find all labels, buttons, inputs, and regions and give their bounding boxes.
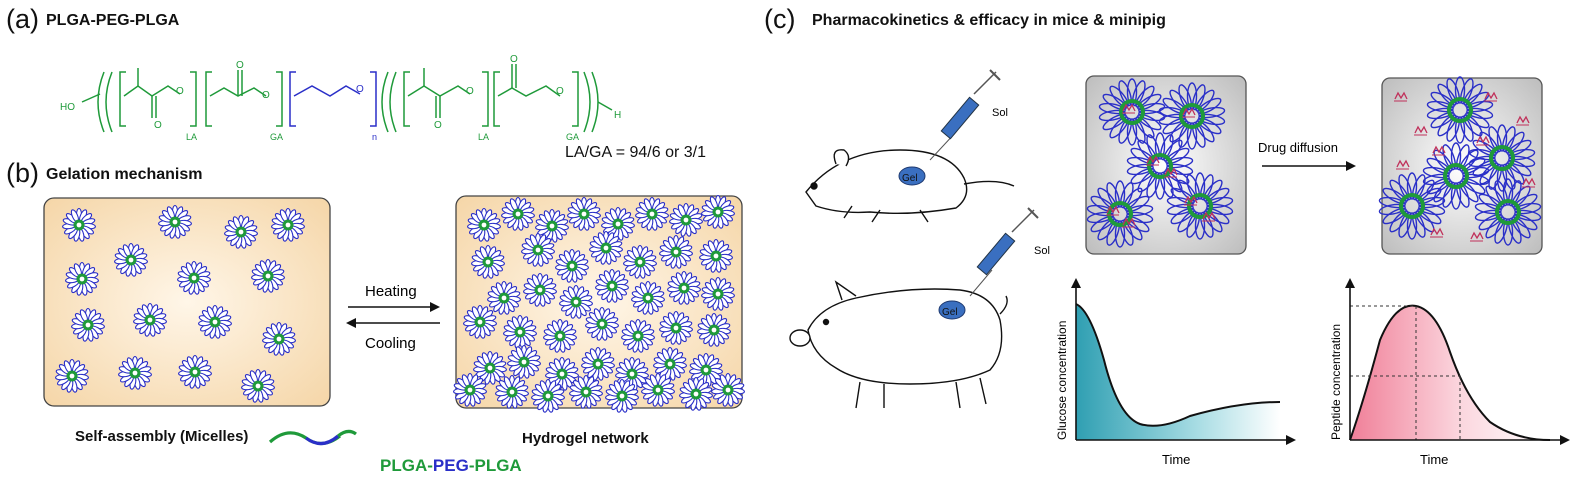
pig-sol-label: Sol — [1034, 245, 1050, 257]
legend-wave-blue — [305, 434, 340, 446]
la-subscript-2: LA — [478, 132, 489, 142]
drug-diffusion-label: Drug diffusion — [1258, 140, 1338, 155]
heating-label: Heating — [365, 283, 417, 300]
panel-b-title: Gelation mechanism — [46, 166, 203, 183]
la-ga-ratio: LA/GA = 94/6 or 3/1 — [565, 144, 706, 161]
peptide-curve — [1349, 304, 1551, 441]
plga-peg-plga-structure: HO O O O O O O O O O H LA GA n LA GA — [60, 54, 621, 142]
pig-gel-label: Gel — [942, 307, 958, 318]
ga-subscript-2: GA — [566, 132, 579, 142]
legend-dash-2: - — [468, 456, 475, 475]
micelle-box — [43, 197, 331, 407]
peptide-area — [1350, 305, 1550, 440]
h-text: H — [614, 110, 621, 121]
peptide-x-axis-label: Time — [1420, 452, 1448, 467]
legend-plga-2: PLGA — [474, 456, 522, 475]
pharmacokinetics-diagram: Gel Sol Gel Sol Drug diffusion — [789, 69, 1570, 467]
glucose-x-axis-label: Time — [1162, 452, 1190, 467]
legend-dash-1: - — [427, 456, 433, 475]
micelles-caption: Self-assembly (Micelles) — [75, 428, 249, 445]
legend-plga-1: PLGA — [380, 456, 428, 475]
pig-illustration — [789, 280, 1008, 409]
mouse-sol-label: Sol — [992, 107, 1008, 119]
mouse-gel-label: Gel — [902, 173, 918, 184]
legend-label: PLGA-PEG-PLGA — [380, 456, 522, 476]
peptide-plot: Peptide concentration Time — [1329, 278, 1570, 467]
panel-a-title: PLGA-PEG-PLGA — [46, 12, 180, 29]
panel-b-label: (b) — [6, 158, 39, 188]
cooling-label: Cooling — [365, 335, 416, 352]
o-text-peg: O — [356, 84, 364, 95]
glucose-plot: Glucose concentration Time — [1055, 278, 1296, 467]
o-text-6: O — [434, 120, 442, 131]
mouse-gel-depot — [898, 166, 926, 186]
glucose-area — [1076, 304, 1280, 440]
hydrogel-caption: Hydrogel network — [522, 430, 649, 447]
o-text-4: O — [236, 60, 244, 71]
ga-subscript-1: GA — [270, 132, 283, 142]
o-text-7: O — [510, 54, 518, 65]
gelation-diagram: Heating Cooling — [43, 194, 746, 446]
n-subscript: n — [372, 132, 377, 142]
panel-c-title: Pharmacokinetics & efficacy in mice & mi… — [812, 12, 1166, 29]
la-subscript-1: LA — [186, 132, 197, 142]
o-text-3: O — [262, 90, 270, 101]
panel-a-label: (a) — [6, 4, 39, 34]
o-text-1: O — [176, 86, 184, 97]
mouse-illustration — [805, 149, 1015, 223]
o-text-5: O — [466, 86, 474, 97]
pig-gel-depot — [938, 300, 966, 320]
glucose-curve — [1075, 303, 1281, 427]
o-text-2: O — [154, 120, 162, 131]
legend-peg: PEG — [432, 456, 469, 475]
ho-text: HO — [60, 102, 75, 113]
mouse-syringe — [929, 69, 1001, 161]
pig-syringe — [969, 207, 1039, 297]
peptide-y-axis-label: Peptide concentration — [1329, 324, 1343, 440]
glucose-y-axis-label: Glucose concentration — [1055, 321, 1069, 440]
o-text-8: O — [556, 86, 564, 97]
panel-c-label: (c) — [764, 4, 796, 34]
